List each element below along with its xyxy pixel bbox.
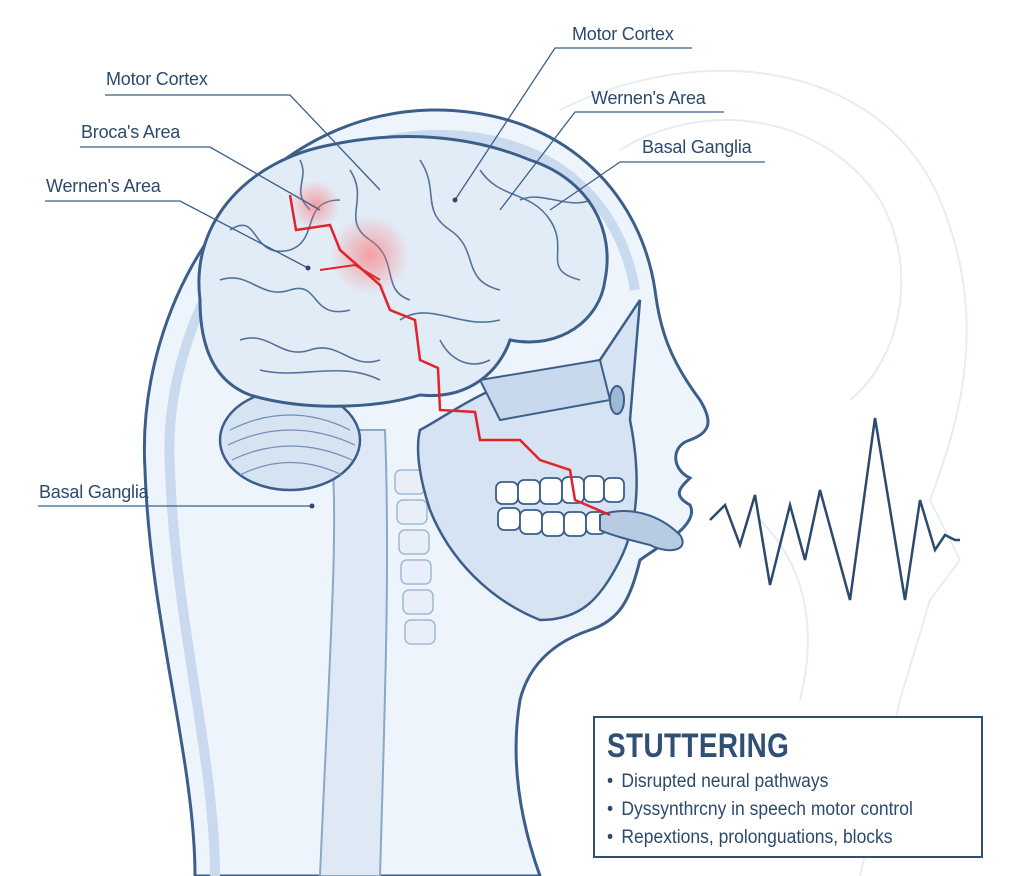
label-motor-cortex-left: Motor Cortex xyxy=(106,69,208,89)
label-basal-ganglia-right: Basal Ganglia xyxy=(642,137,752,157)
tongue xyxy=(599,510,684,552)
bullet-item: Disrupted neural pathways xyxy=(607,768,940,796)
stuttering-info-box: STUTTERING Disrupted neural pathways Dys… xyxy=(593,716,983,858)
info-box-title: STUTTERING xyxy=(607,727,790,765)
label-wernens-area-left: Wernen's Area xyxy=(46,176,161,196)
label-basal-ganglia-left: Basal Ganglia xyxy=(39,482,149,502)
label-brocas-area-left: Broca's Area xyxy=(81,122,181,142)
ghost-head xyxy=(559,69,968,876)
teeth xyxy=(495,475,625,537)
disrupted-pathway xyxy=(288,194,611,517)
bullet-item: Repextions, prolonguations, blocks xyxy=(607,824,940,852)
bullet-item: Dyssynthrcny in speech motor control xyxy=(607,796,940,824)
leader-lines xyxy=(38,47,765,507)
info-box-bullets: Disrupted neural pathways Dyssynthrcny i… xyxy=(607,768,969,852)
speech-waveform xyxy=(709,417,960,601)
label-wernens-area-right: Wernen's Area xyxy=(591,88,706,108)
spine xyxy=(318,429,389,876)
label-motor-cortex-right: Motor Cortex xyxy=(572,24,674,44)
